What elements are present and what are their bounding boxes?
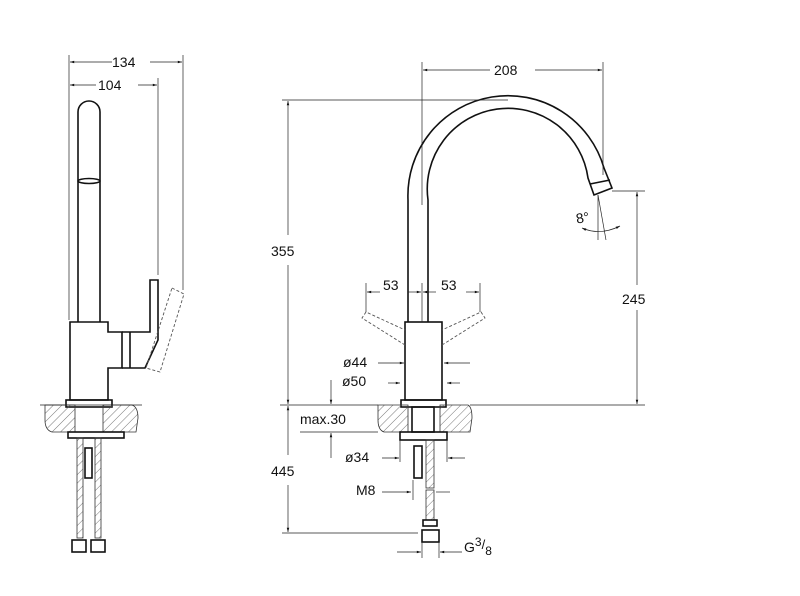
dim-counter-thickness: max.30 xyxy=(300,411,346,427)
front-body xyxy=(404,321,443,401)
dim-connection: G3/8 xyxy=(464,535,492,558)
dim-handle-left: 53 xyxy=(383,277,399,293)
dim-spout-reach: 208 xyxy=(494,62,518,78)
dim-total-height: 355 xyxy=(271,243,295,259)
dim-diameter-upper: ø44 xyxy=(343,354,367,370)
dim-shank-diameter: ø34 xyxy=(345,449,369,465)
front-view: 208 355 245 8° 53 53 ø44 ø50 xyxy=(271,62,646,558)
dim-side-width-spout: 104 xyxy=(98,77,122,93)
front-spout xyxy=(407,94,614,322)
connection-num: 3 xyxy=(475,535,482,549)
dim-spout-height: 245 xyxy=(622,291,646,307)
side-view: 134 104 xyxy=(40,54,185,553)
connection-slash: / xyxy=(482,537,486,552)
side-counter xyxy=(44,404,76,433)
dim-thread: M8 xyxy=(356,482,376,498)
dim-spout-angle: 8° xyxy=(575,209,591,227)
connection-den: 8 xyxy=(485,544,492,558)
dim-diameter-base: ø50 xyxy=(342,373,366,389)
connection-main: G xyxy=(464,539,475,555)
dim-hose-length: 445 xyxy=(271,463,295,479)
dim-side-width-total: 134 xyxy=(112,54,136,70)
front-counter xyxy=(377,404,409,433)
dim-handle-right: 53 xyxy=(441,277,457,293)
side-spout-tube xyxy=(77,100,101,322)
side-body xyxy=(69,321,123,401)
